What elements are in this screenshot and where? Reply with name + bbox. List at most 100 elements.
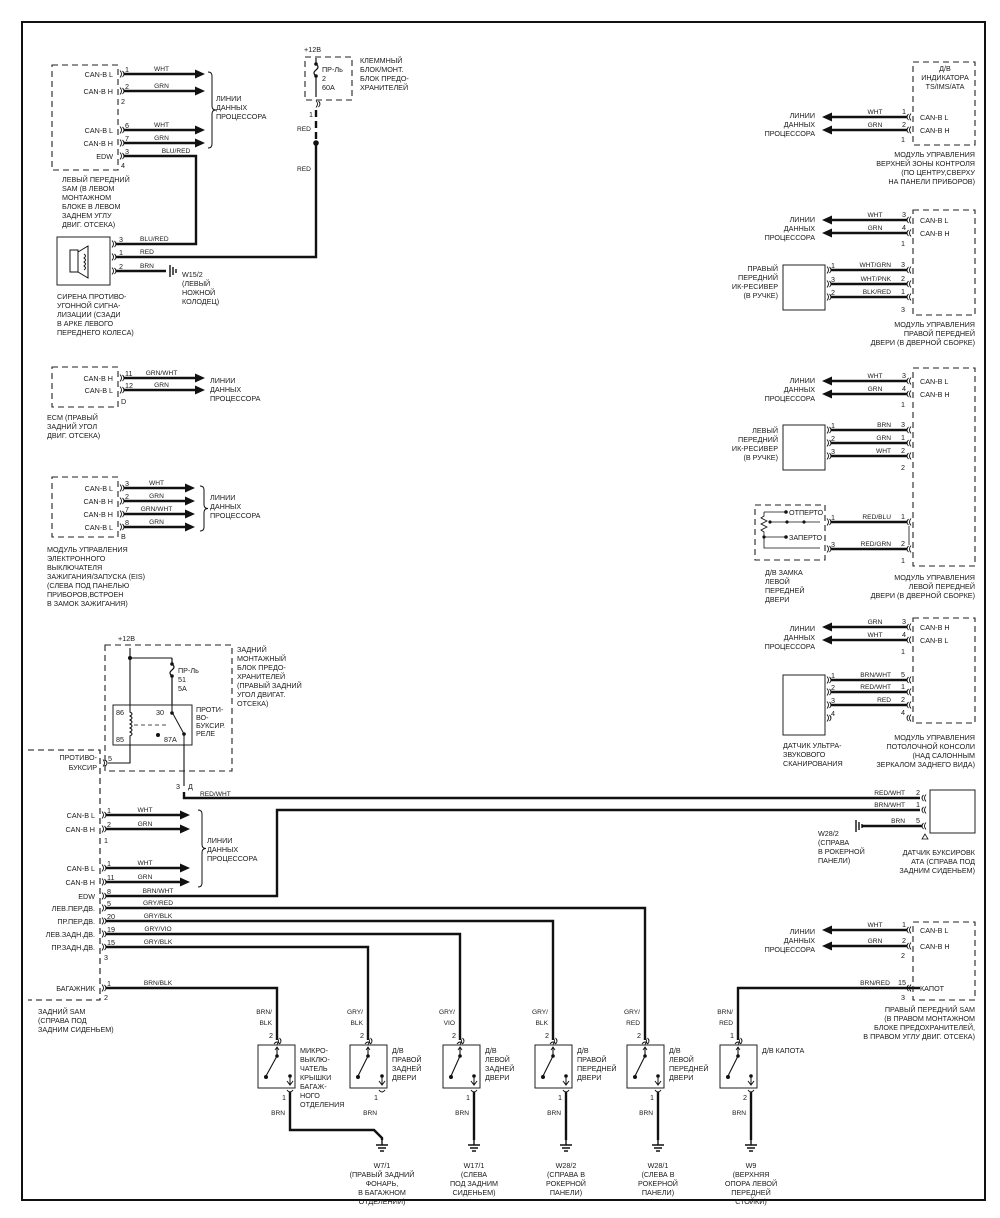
pin-number: 3 xyxy=(831,275,835,284)
connector-socket-icon xyxy=(906,439,912,447)
pin-number: 2 xyxy=(901,274,905,283)
splice-dot xyxy=(314,74,318,78)
wire-color-label: BLK/RED xyxy=(863,289,891,296)
splice-dot xyxy=(356,1075,360,1079)
pin-number: 1 xyxy=(374,1093,378,1102)
pin-name: CAN-B H xyxy=(65,878,95,887)
pin-number: 2 xyxy=(902,936,906,945)
pin-number: 2 xyxy=(360,1031,364,1040)
wire-color-label: BRN/BLK xyxy=(144,980,173,987)
pin-number: 2 xyxy=(545,1031,549,1040)
switch-arrow-icon xyxy=(365,1046,371,1051)
pin-name: CAN-B L xyxy=(920,926,948,935)
arrow-icon xyxy=(180,863,190,873)
lock-locked-label: ЗАПЕРТО xyxy=(789,533,823,542)
ground-icon xyxy=(855,820,863,832)
wire-color-label: BRN xyxy=(547,1110,561,1117)
data-lines-label-line: ПРОЦЕССОРА xyxy=(207,854,258,863)
right-ir-receiver-box xyxy=(782,264,826,311)
switch-label-line: Д/В xyxy=(485,1046,497,1055)
connector-socket-icon xyxy=(906,636,912,644)
wire xyxy=(106,945,370,1040)
ultrasonic-sensor-box xyxy=(782,674,826,736)
arrow-icon xyxy=(822,635,832,645)
ground-label-line: ПЕРЕДНЕЙ xyxy=(731,1188,771,1197)
splice-dot xyxy=(156,733,160,737)
pin-name: КАПОТ xyxy=(920,984,945,993)
arrow-icon xyxy=(195,69,205,79)
pin-number: 4 xyxy=(901,708,905,717)
switch-label-line: ВЫКЛЮ- xyxy=(300,1055,330,1064)
connector-socket-icon xyxy=(119,87,125,95)
connector-socket-icon xyxy=(906,518,912,526)
data-lines-label-line: ДАННЫХ xyxy=(207,845,238,854)
wire xyxy=(106,808,920,898)
door-lock-switch-box xyxy=(754,504,826,561)
pin-name: ПР.ЗАДН.ДВ. xyxy=(51,943,95,952)
wire-color-label: RED xyxy=(626,1020,640,1027)
pin-number: 1 xyxy=(650,1093,654,1102)
connector-socket-icon xyxy=(101,878,107,886)
ir-receiver-label-line: ИК-РЕСИВЕР xyxy=(732,282,778,291)
pin-number: 19 xyxy=(107,925,115,934)
wire xyxy=(106,919,555,1040)
wire-color-label: RED/GRN xyxy=(861,541,892,548)
pin-number: 3 xyxy=(831,447,835,456)
data-lines-label-line: ПРОЦЕССОРА xyxy=(210,394,261,403)
connector-socket-icon xyxy=(101,917,107,925)
switch-label-line: ЛЕВОЙ xyxy=(485,1055,510,1064)
arrow-icon xyxy=(822,941,832,951)
pin-name: CAN-B L xyxy=(920,377,948,386)
ground-icon xyxy=(745,1140,757,1152)
ground-label-line: W7/1 xyxy=(374,1161,391,1170)
splice-dot xyxy=(564,1074,568,1078)
connector-number: 2 xyxy=(121,97,125,106)
switch-label-line: ПРАВОЙ xyxy=(392,1055,422,1064)
splice-dot xyxy=(643,1054,647,1058)
pin-number: 1 xyxy=(831,261,835,270)
pin-number: 1 xyxy=(831,421,835,430)
pin-number: 1 xyxy=(902,107,906,116)
upper-zone-module-label-line: МОДУЛЬ УПРАВЛЕНИЯ xyxy=(894,150,975,159)
pin-number: 2 xyxy=(831,683,835,692)
pin-name: CAN-B H xyxy=(920,126,950,135)
siren-label-line: ПЕРЕДНЕГО КОЛЕСА) xyxy=(57,328,134,337)
ir-receiver-label-line: ЛЕВЫЙ xyxy=(752,426,778,435)
pin-name: CAN-B L xyxy=(85,386,113,395)
arrow-icon xyxy=(822,376,832,386)
connector-socket-icon xyxy=(102,759,108,767)
pin-number: 3 xyxy=(901,420,905,429)
relay-terminal: 30 xyxy=(156,708,164,717)
pin-number: 2 xyxy=(125,82,129,91)
ground-label-line: В БАГАЖНОМ xyxy=(358,1188,406,1197)
splice-dot xyxy=(736,1054,740,1058)
wire-color-label: GRN xyxy=(868,619,883,626)
pin-number: 1 xyxy=(901,433,905,442)
pin-name: CAN-B L xyxy=(85,70,113,79)
connector-socket-icon xyxy=(101,864,107,872)
pin-number: 3 xyxy=(125,147,129,156)
ground-icon xyxy=(376,1140,388,1152)
splice-dot xyxy=(762,535,766,539)
connector-socket-icon xyxy=(906,623,912,631)
diagram-frame xyxy=(21,21,986,1201)
ecm-box xyxy=(51,366,119,408)
rear-fuse-block-label-line: ОТСЕКА) xyxy=(237,699,268,708)
wire-color-label: BRN xyxy=(891,818,905,825)
pin-number: 1 xyxy=(107,806,111,815)
pin-number: 2 xyxy=(901,539,905,548)
splice-dot xyxy=(541,1075,545,1079)
connector-socket-icon xyxy=(119,374,125,382)
wire-color-label: WHT xyxy=(867,632,882,639)
connector-socket-icon xyxy=(906,984,912,992)
connector-number: 4 xyxy=(121,161,125,170)
splice-dot xyxy=(802,520,806,524)
wire-color-label: GRN xyxy=(154,135,169,142)
pin-number: 2 xyxy=(743,1093,747,1102)
pin-number: 5 xyxy=(916,816,920,825)
pin-number: 2 xyxy=(269,1031,273,1040)
wire-color-label: BRN xyxy=(271,1110,285,1117)
fuse-label-line: ПР-Ль xyxy=(178,666,199,675)
eis-label-line: МОДУЛЬ УПРАВЛЕНИЯ xyxy=(47,545,128,554)
ground-label-line: РОКЕРНОЙ xyxy=(546,1179,586,1188)
